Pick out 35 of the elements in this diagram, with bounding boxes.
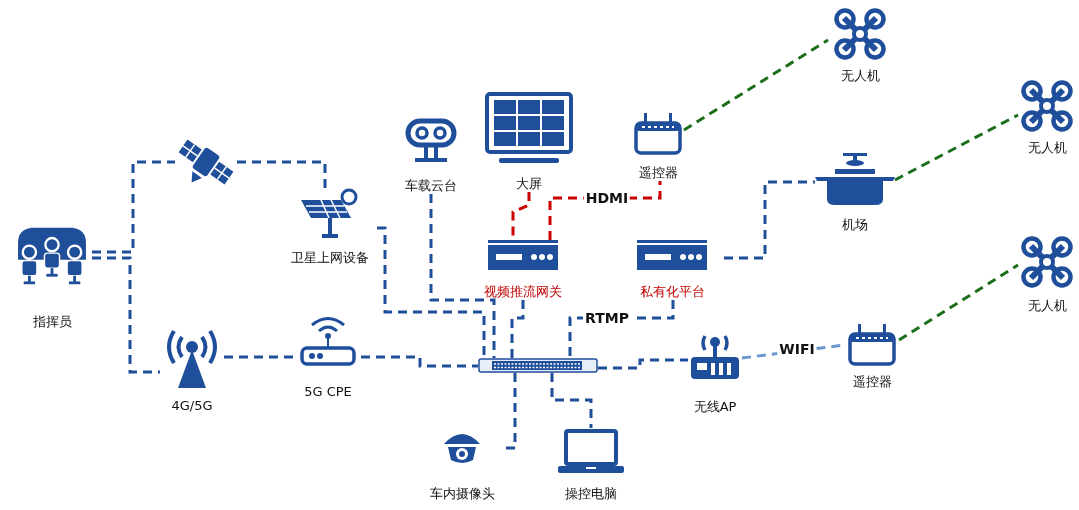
- connector-line: [237, 160, 327, 188]
- device-label: 无人机: [1027, 140, 1067, 156]
- device-label: 无线AP: [693, 399, 737, 415]
- device-label: 无人机: [1027, 298, 1067, 314]
- device-label: 遥控器: [852, 374, 892, 390]
- device-label: 5G CPE: [304, 384, 352, 400]
- device-label: 车内摄像头: [429, 486, 495, 502]
- device-label: 机场: [842, 217, 868, 233]
- device-label: 无人机: [840, 68, 880, 84]
- connector-line: [361, 355, 478, 368]
- connector-line: [598, 358, 688, 370]
- device-label: 操控电脑: [565, 486, 617, 502]
- device-label: 遥控器: [638, 165, 678, 181]
- device-label: 车载云台: [405, 178, 457, 194]
- edge-label: RTMP: [583, 310, 631, 326]
- connector-line: [894, 113, 1019, 182]
- connector-line: [550, 373, 593, 428]
- connector-line: [898, 263, 1019, 342]
- device-label: 4G/5G: [171, 398, 213, 414]
- connector-line: [429, 194, 496, 358]
- device-label: 指挥员: [32, 314, 72, 330]
- device-label: 私有化平台: [639, 284, 705, 300]
- edge-label: HDMI: [583, 190, 631, 206]
- connector-line: [92, 160, 175, 254]
- connector-line: [510, 300, 525, 358]
- connector-line: [683, 38, 829, 132]
- connector-line: [504, 373, 517, 450]
- connector-line: [92, 256, 160, 374]
- device-label: 卫星上网设备: [291, 250, 369, 266]
- edge-label: WIFI: [777, 341, 817, 357]
- connector-line: [224, 355, 295, 359]
- connector-line: [724, 180, 815, 260]
- device-label: 大屏: [516, 176, 542, 192]
- connector-line: [377, 226, 486, 358]
- device-label: 视频推流网关: [484, 284, 562, 300]
